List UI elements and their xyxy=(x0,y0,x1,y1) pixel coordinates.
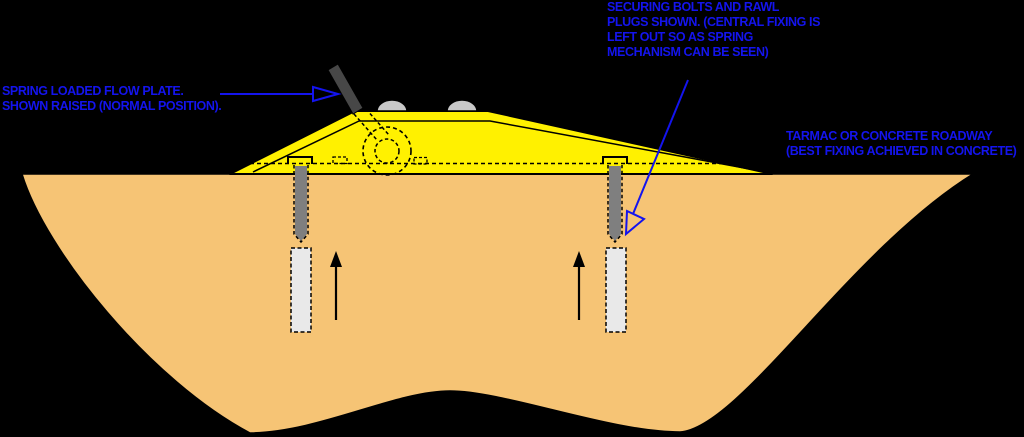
annotation-flow-plate: SPRING LOADED FLOW PLATE. SHOWN RAISED (… xyxy=(2,84,222,114)
spring-anchor-left xyxy=(332,156,348,165)
securing-bolt-left xyxy=(295,166,307,241)
leader-arrow-flow-plate xyxy=(220,85,342,103)
annotation-line: SHOWN RAISED (NORMAL POSITION). xyxy=(2,99,222,113)
rawl-plug-left xyxy=(290,247,312,333)
spring-coil-inner xyxy=(374,138,400,164)
securing-bolt-right-outline xyxy=(607,165,623,244)
securing-bolt-right xyxy=(609,166,621,241)
spring-anchor-right xyxy=(413,156,428,165)
annotation-line: TARMAC OR CONCRETE ROADWAY xyxy=(786,129,993,143)
annotation-line: PLUGS SHOWN. (CENTRAL FIXING IS xyxy=(607,15,821,29)
annotation-line: LEFT OUT SO AS SPRING xyxy=(607,30,754,44)
ground-cross-section xyxy=(20,173,976,434)
rawl-plug-right xyxy=(605,247,627,333)
bolt-head-right xyxy=(602,156,628,164)
ramp-inner-outline xyxy=(252,120,767,173)
annotation-line: SECURING BOLTS AND RAWL xyxy=(607,0,780,14)
leader-arrow-securing-bolt xyxy=(624,79,689,237)
securing-bolt-left-outline xyxy=(293,165,309,244)
dome-cap-right xyxy=(446,99,478,112)
annotation-roadway: TARMAC OR CONCRETE ROADWAY (BEST FIXING … xyxy=(786,129,1017,159)
annotation-securing-bolts: SECURING BOLTS AND RAWL PLUGS SHOWN. (CE… xyxy=(607,0,820,60)
ramp-body xyxy=(229,110,773,175)
flow-plate-bar xyxy=(327,63,364,115)
annotation-line: SPRING LOADED FLOW PLATE. xyxy=(2,84,184,98)
dome-cap-left xyxy=(376,99,408,112)
annotation-line: MECHANISM CAN BE SEEN) xyxy=(607,45,769,59)
spring-coil-outer xyxy=(362,126,412,176)
bolt-head-left xyxy=(287,156,313,164)
up-arrow-left xyxy=(330,251,342,320)
up-arrow-right xyxy=(573,251,585,320)
annotation-line: (BEST FIXING ACHIEVED IN CONCRETE) xyxy=(786,144,1017,158)
